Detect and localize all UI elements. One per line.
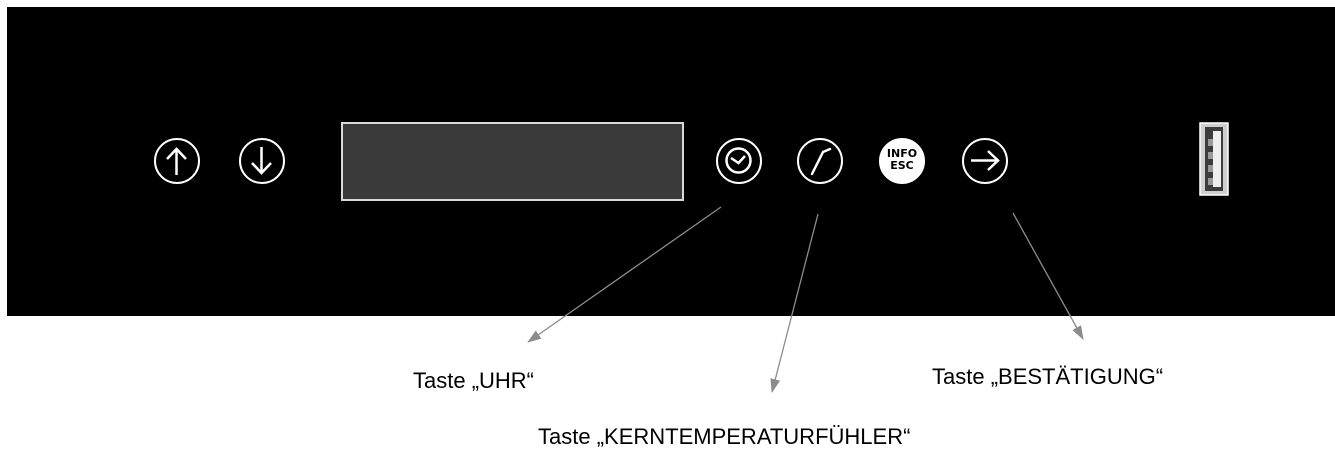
core-temperature-probe-icon [810,147,832,176]
label-uhr: Taste „UHR“ [413,368,535,393]
info-label: INFO [886,147,918,160]
info-esc-icon: INFO ESC [881,148,923,172]
arrow-right-icon [971,150,1000,171]
clock-icon [725,147,752,174]
leader-line-uhr [527,206,722,343]
arrow-up-button[interactable] [154,138,200,184]
arrow-down-button[interactable] [239,138,285,184]
leader-line-kerntemperaturfuehler [770,213,819,393]
lcd-display [341,122,684,201]
usb-port-icon [1199,122,1229,196]
info-esc-button[interactable]: INFO ESC [879,138,925,184]
esc-label: ESC [890,159,914,172]
arrow-up-icon [166,147,187,175]
core-temperature-probe-button[interactable] [797,138,843,184]
clock-button[interactable] [716,138,762,184]
leader-line-bestaetigung [1012,212,1084,340]
arrow-down-icon [251,147,272,175]
label-bestaetigung: Taste „BESTÄTIGUNG“ [932,364,1164,389]
confirm-button[interactable] [962,138,1008,184]
label-kerntemperaturfuehler: Taste „KERNTEMPERATURFÜHLER“ [538,424,911,449]
